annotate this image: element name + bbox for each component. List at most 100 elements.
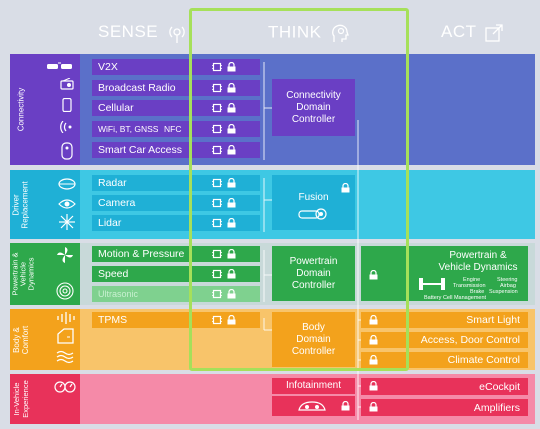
body-side [10, 309, 80, 370]
powertrain-actuator[interactable] [361, 246, 528, 301]
heat-waves-icon [56, 350, 74, 364]
actuator-airbag: Airbag [500, 283, 516, 289]
actuator-transmission: Transmission [453, 283, 486, 289]
chip-icon [212, 198, 222, 208]
lock-icon [227, 315, 236, 325]
lock-icon [227, 289, 236, 299]
header-sense-label: SENSE [98, 22, 159, 41]
car-signal-icon [46, 60, 74, 72]
powertrain-domain-controller[interactable]: Powertrain Domain Controller [272, 246, 355, 301]
lock-icon [227, 269, 236, 279]
actuator-engine: Engine [463, 277, 481, 283]
fusion-controller[interactable]: Fusion [272, 175, 355, 230]
actuator-steering: Steering [497, 277, 518, 283]
lock-icon [227, 83, 236, 93]
sensor-speed-label: Speed [98, 268, 129, 280]
header-think: THINK [268, 22, 350, 44]
infotainment-controller[interactable]: Infotainment [272, 378, 355, 394]
chip-icon [212, 178, 222, 188]
connectivity-side [10, 54, 80, 165]
lock-icon [341, 401, 350, 411]
lock-icon [227, 103, 236, 113]
sensor-tpms-label: TPMS [98, 314, 128, 326]
sensor-cellular-label: Cellular [98, 102, 134, 114]
lock-icon [227, 145, 236, 155]
sensor-nfc-label: NFC [164, 124, 182, 134]
actuator-smart-light[interactable]: Smart Light [361, 312, 528, 328]
amplifiers-label: Amplifiers [473, 401, 520, 414]
body-domain-controller[interactable]: Body Domain Controller [272, 312, 355, 367]
fan-icon [56, 246, 74, 264]
axle-icon [418, 277, 446, 291]
chip-icon [212, 83, 222, 93]
fusion-label: Fusion [298, 191, 329, 203]
actuator-suspension: Suspension [489, 289, 518, 295]
radar-icon [58, 177, 76, 191]
radio-icon [60, 78, 74, 90]
lock-icon [227, 178, 236, 188]
lock-icon [227, 62, 236, 72]
access-door-label: Access, Door Control [420, 334, 520, 346]
lock-icon [227, 218, 236, 228]
lock-icon [369, 355, 378, 365]
smart-light-label: Smart Light [466, 314, 520, 326]
actuator-battery: Battery Cell Management [424, 295, 487, 301]
actuator-climate[interactable]: Climate Control [361, 352, 528, 368]
laser-icon [58, 213, 76, 231]
lock-icon [369, 335, 378, 345]
infotainment-controller-lower [272, 396, 355, 416]
gauge-icon [54, 380, 76, 394]
ecockpit-label: eCockpit [479, 380, 520, 393]
car-sensor-icon [298, 207, 328, 221]
header-act-label: ACT [441, 22, 477, 41]
antenna-icon [169, 26, 186, 43]
sensor-smart-car-access-label: Smart Car Access [98, 144, 183, 156]
sensor-wifi-label: WiFi, BT, GNSS, [98, 124, 161, 134]
brain-head-icon [331, 24, 349, 42]
climate-label: Climate Control [447, 354, 520, 366]
camera-eye-icon [58, 197, 76, 211]
think-highlight-frame [189, 8, 409, 371]
actuator-ecockpit[interactable]: eCockpit [361, 378, 528, 395]
powertrain-controller-label: Powertrain Domain Controller [289, 255, 338, 291]
external-link-icon [485, 23, 504, 42]
chip-icon [212, 218, 222, 228]
header-think-label: THINK [268, 22, 322, 42]
lock-icon [227, 198, 236, 208]
lock-icon [369, 315, 378, 325]
sensor-broadcast-radio-label: Broadcast Radio [98, 82, 176, 94]
chip-icon [212, 124, 222, 134]
chip-icon [212, 315, 222, 325]
chip-icon [212, 62, 222, 72]
actuator-amplifiers[interactable]: Amplifiers [361, 399, 528, 416]
sensor-ultrasonic-label: Ultrasonic [98, 289, 139, 299]
connectivity-controller-label: Connectivity Domain Controller [286, 89, 341, 125]
wireless-icon [60, 121, 74, 133]
chip-icon [212, 269, 222, 279]
lock-icon [369, 402, 378, 412]
connectivity-domain-controller[interactable]: Connectivity Domain Controller [272, 79, 355, 136]
sound-wave-icon [56, 312, 76, 324]
lock-icon [341, 183, 350, 193]
sensor-lidar-label: Lidar [98, 217, 122, 229]
infotainment-label: Infotainment [285, 380, 342, 391]
car-door-icon [56, 328, 74, 344]
chip-icon [212, 103, 222, 113]
speed-wave-icon [56, 282, 74, 300]
lock-icon [227, 249, 236, 259]
body-controller-label: Body Domain Controller [291, 321, 336, 357]
phone-icon [62, 98, 72, 112]
actuator-brake: Brake [470, 289, 485, 295]
header-sense: SENSE [98, 22, 187, 43]
powertrain-actuator-title: Powertrain & Vehicle Dynamics [438, 250, 518, 273]
sensor-v2x-label: V2X [98, 61, 118, 73]
chip-icon [212, 145, 222, 155]
sensor-motion-pressure-label: Motion & Pressure [98, 248, 185, 260]
lock-icon [369, 381, 378, 391]
chip-icon [212, 289, 222, 299]
lock-icon [369, 270, 378, 280]
sensor-radar-label: Radar [98, 177, 127, 189]
actuator-access-door[interactable]: Access, Door Control [361, 332, 528, 348]
header-act: ACT [441, 22, 504, 42]
chip-icon [212, 249, 222, 259]
